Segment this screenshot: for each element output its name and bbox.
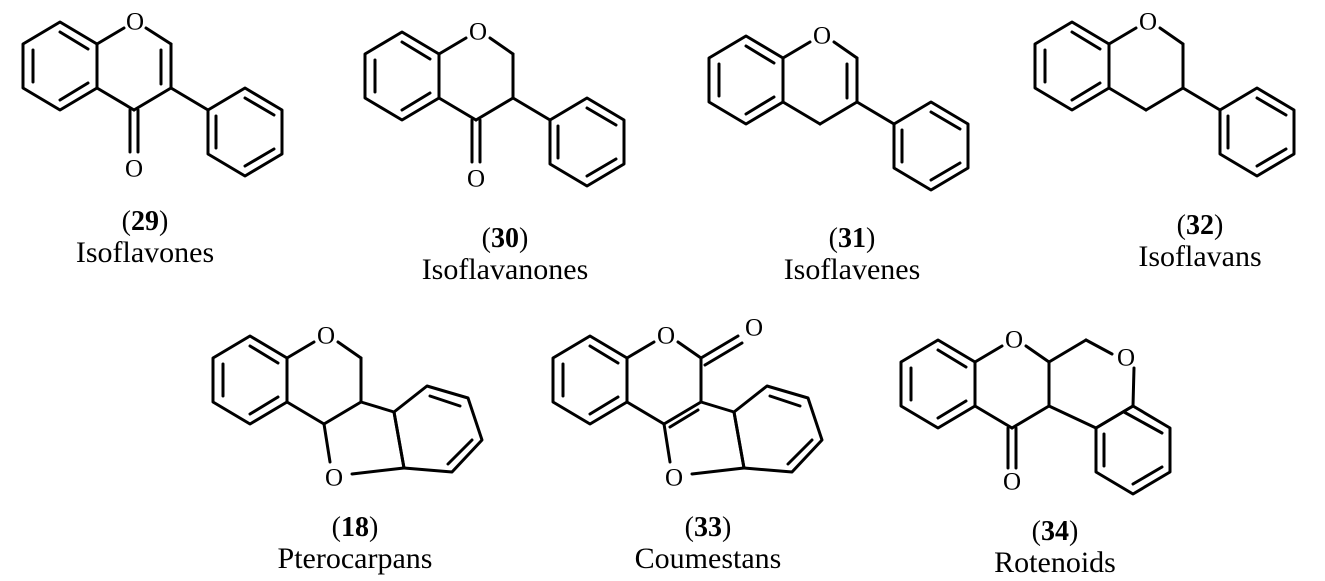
ring-oxygen-label: O bbox=[469, 19, 487, 46]
carbonyl-oxygen-label: O bbox=[467, 166, 485, 193]
compound-number: (33) bbox=[684, 512, 732, 543]
ring-oxygen-label: O bbox=[317, 323, 335, 350]
structure-coumestans: O O O bbox=[530, 314, 850, 509]
ring-oxygen-label: O bbox=[1005, 327, 1023, 354]
ring-oxygen-label: O bbox=[126, 9, 144, 36]
furan-oxygen-label: O bbox=[665, 465, 683, 492]
caption-coumestans: (33) Coumestans bbox=[608, 514, 808, 574]
compound-name: Isoflavenes bbox=[783, 253, 921, 286]
carbonyl-oxygen-label: O bbox=[125, 156, 143, 183]
compound-name: Isoflavones bbox=[75, 236, 215, 269]
structure-pterocarpans: O O bbox=[190, 314, 510, 509]
compound-name: Isoflavans bbox=[1138, 240, 1262, 273]
compound-number: (34) bbox=[1031, 516, 1079, 547]
caption-pterocarpans: (18) Pterocarpans bbox=[245, 514, 465, 574]
ring-oxygen-label: O bbox=[657, 323, 675, 350]
compound-name: Coumestans bbox=[634, 542, 782, 575]
caption-rotenoids: (34) Rotenoids bbox=[955, 518, 1155, 578]
furan-oxygen-label: O bbox=[325, 465, 343, 492]
compound-number: (31) bbox=[828, 223, 876, 254]
caption-isoflavenes: (31) Isoflavenes bbox=[752, 225, 952, 285]
compound-number: (18) bbox=[331, 512, 379, 543]
ring-oxygen-label: O bbox=[813, 23, 831, 50]
structure-rotenoids: O O O bbox=[878, 318, 1218, 523]
carbonyl-oxygen-label: O bbox=[1003, 469, 1021, 496]
carbonyl-oxygen-label: O bbox=[745, 315, 763, 342]
compound-number: (29) bbox=[121, 206, 169, 237]
caption-isoflavanones: (30) Isoflavanones bbox=[395, 225, 615, 285]
structure-isoflavenes: O bbox=[686, 14, 1016, 229]
compound-name: Isoflavanones bbox=[421, 253, 589, 286]
caption-isoflavans: (32) Isoflavans bbox=[1100, 212, 1300, 272]
pyran-oxygen-label: O bbox=[1117, 345, 1135, 372]
ring-oxygen-label: O bbox=[1139, 9, 1157, 36]
compound-number: (32) bbox=[1176, 210, 1224, 241]
compound-name: Pterocarpans bbox=[277, 542, 433, 575]
compound-number: (30) bbox=[481, 223, 529, 254]
caption-isoflavones: (29) Isoflavones bbox=[40, 208, 250, 268]
structure-isoflavans: O bbox=[1012, 0, 1325, 215]
structure-isoflavanones: O O bbox=[342, 10, 672, 225]
compound-name: Rotenoids bbox=[994, 546, 1116, 579]
structure-isoflavones: O O bbox=[0, 0, 320, 215]
